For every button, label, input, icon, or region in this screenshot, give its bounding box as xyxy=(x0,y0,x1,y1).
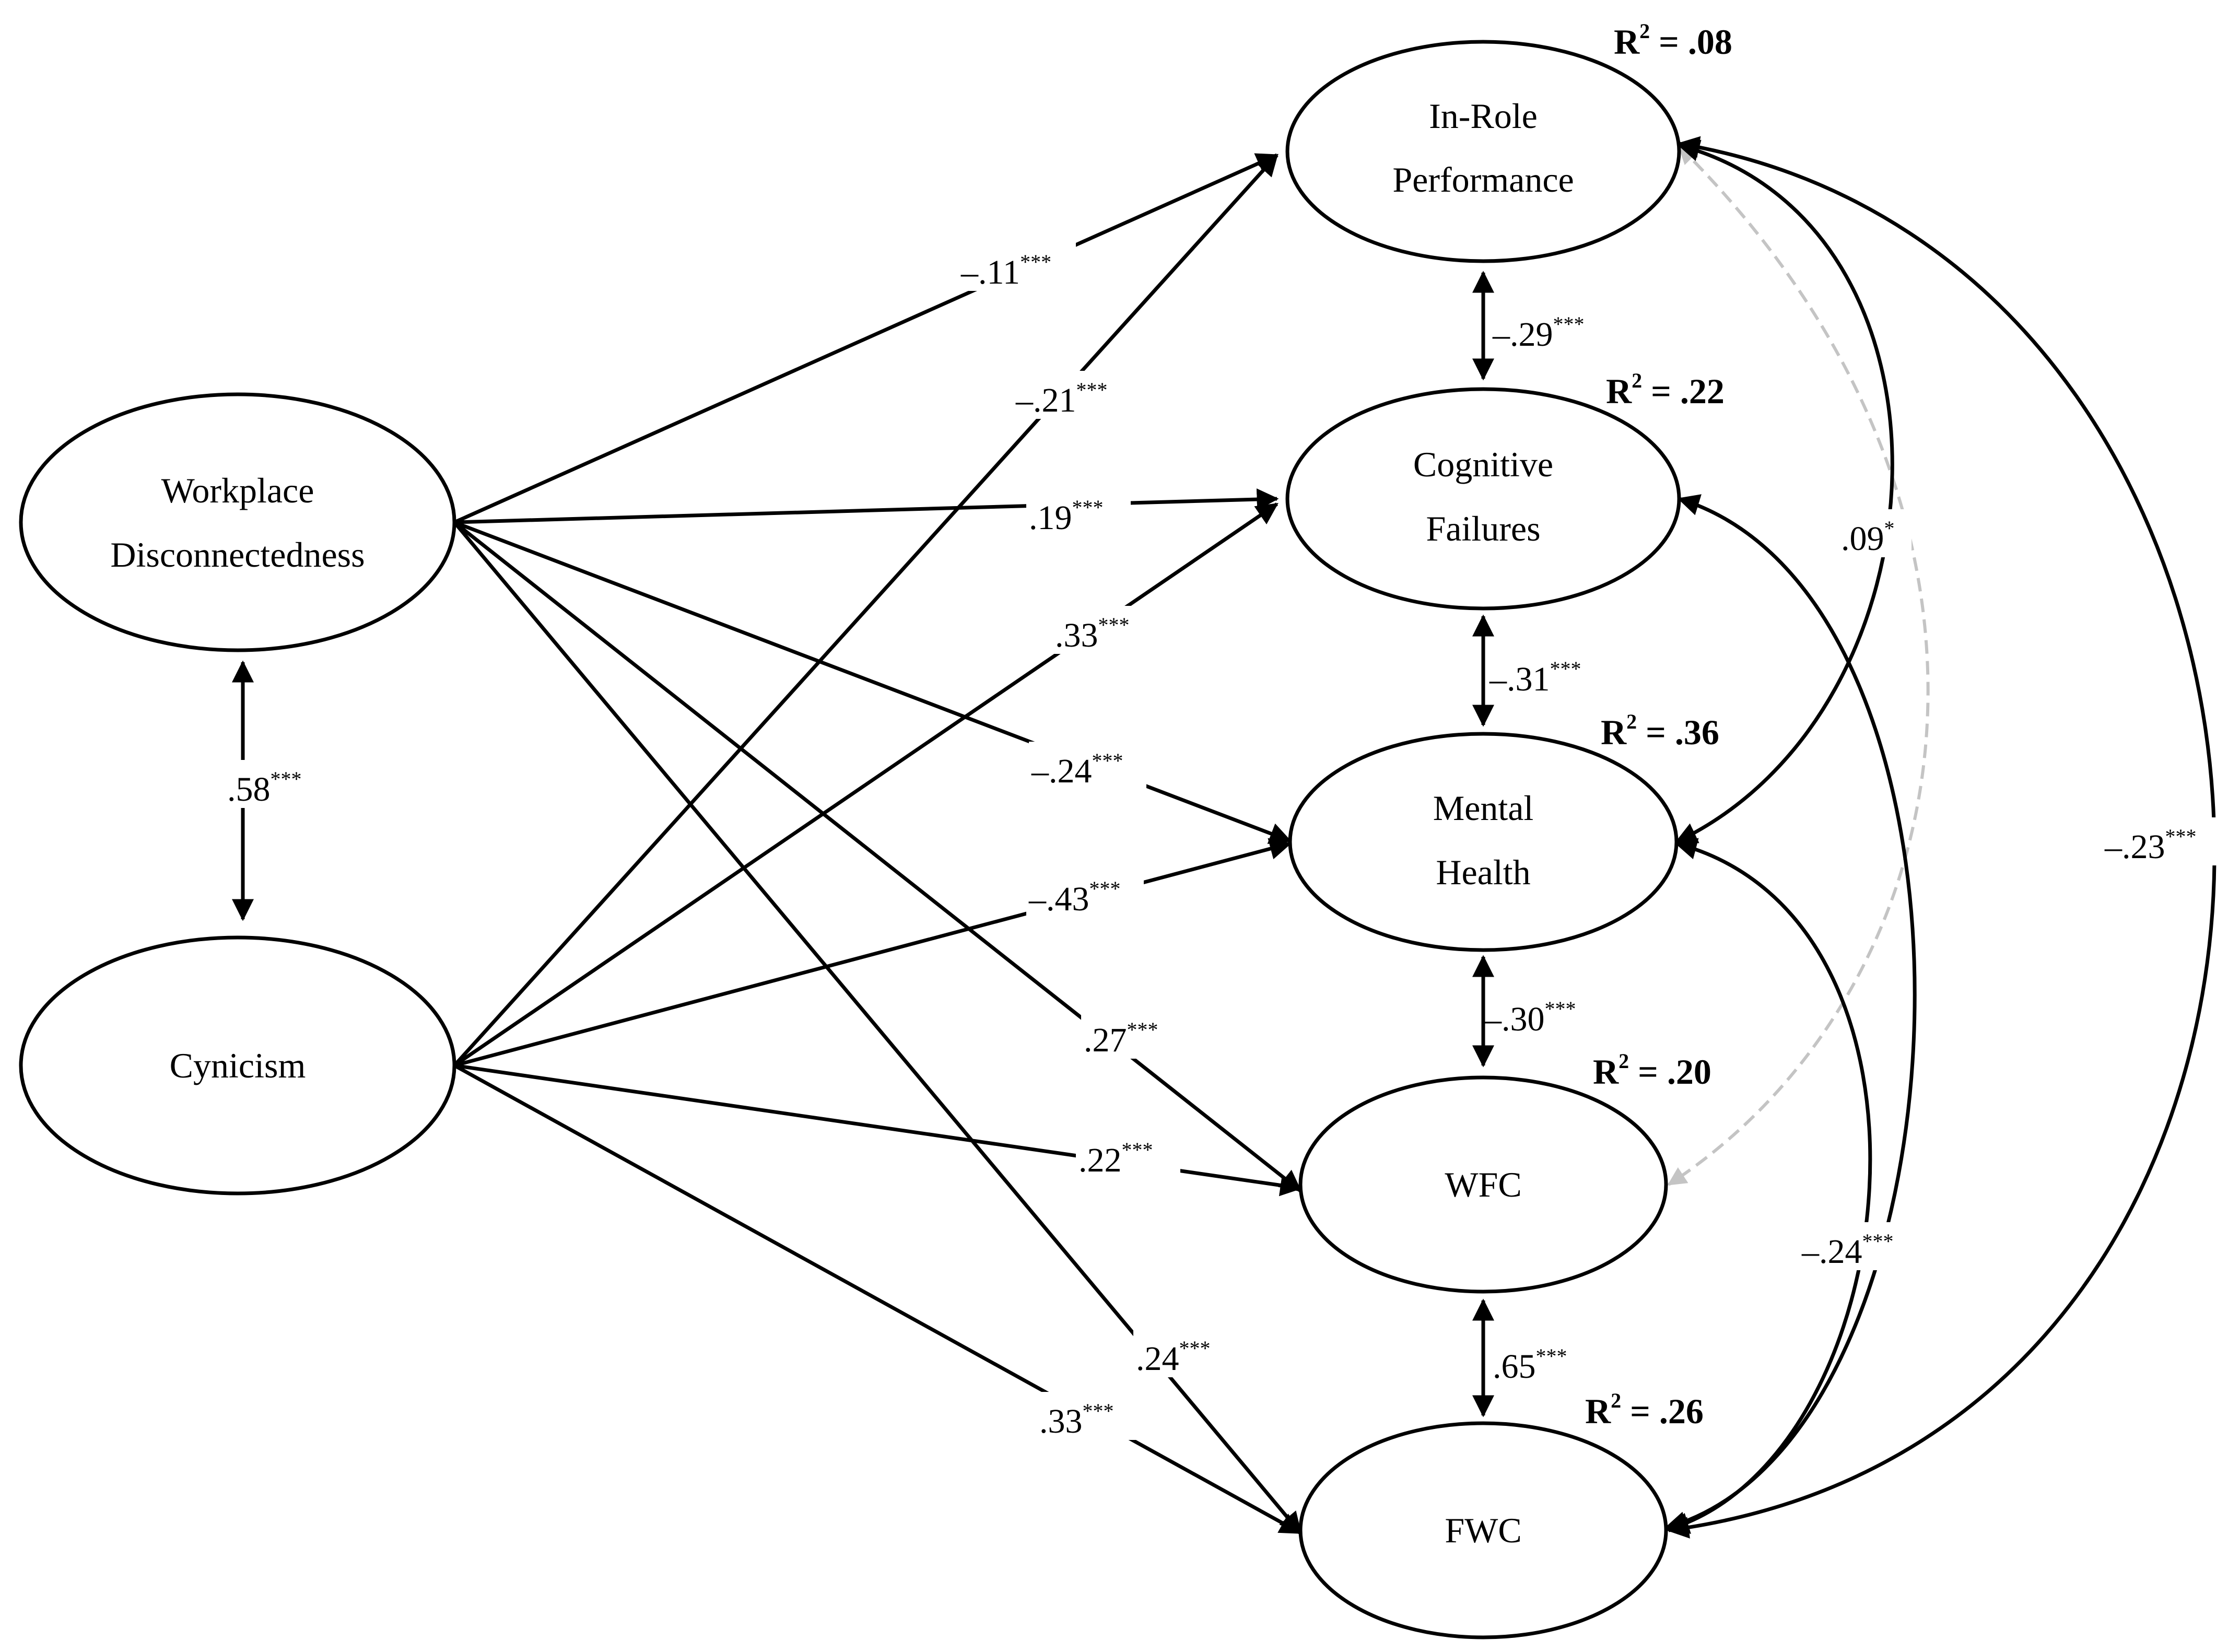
corr-irp-wfc xyxy=(1667,145,1930,1186)
coef-wd-to-mh: –.24*** xyxy=(1031,749,1123,790)
path-cyn-to-fwc xyxy=(453,1063,1303,1535)
node-label: Mental xyxy=(1433,788,1534,828)
node-fwc: FWC xyxy=(1298,1421,1668,1639)
coef-irp-fwc: –.23*** xyxy=(2104,825,2197,866)
label-bg xyxy=(1076,1131,1180,1179)
coef-cyn-to-wfc: .22*** xyxy=(1078,1138,1153,1179)
path-wd-to-irp xyxy=(453,153,1279,524)
r2-in-role-performance: R2 = .08 xyxy=(1614,19,1732,62)
coef-irp-mh: .09* xyxy=(1841,517,1895,558)
node-label: In-Role xyxy=(1429,96,1538,136)
label-bg xyxy=(1052,606,1157,654)
path-cyn-to-cf xyxy=(453,502,1279,1067)
coef-wd-cyn: .58*** xyxy=(227,767,302,809)
node-label: WFC xyxy=(1445,1165,1521,1204)
coef-cyn-to-irp: –.21*** xyxy=(1015,378,1108,419)
coef-wd-to-wfc: .27*** xyxy=(1084,1018,1158,1059)
node-workplace-disconnectedness: Workplace Disconnectedness xyxy=(19,392,456,652)
coef-mh-fwc: –.24*** xyxy=(1801,1229,1894,1271)
label-bg xyxy=(1081,1011,1186,1059)
path-wd-to-wfc xyxy=(453,521,1302,1192)
r2-mental-health: R2 = .36 xyxy=(1601,710,1719,752)
node-label: Failures xyxy=(1426,509,1540,548)
coef-cyn-to-fwc: .33*** xyxy=(1039,1399,1114,1440)
label-bg xyxy=(1029,742,1146,790)
node-cognitive-failures: Cognitive Failures xyxy=(1285,387,1681,611)
node-label: Performance xyxy=(1392,160,1574,200)
label-bg xyxy=(1133,1329,1238,1377)
node-label: Workplace xyxy=(161,471,314,510)
r2-fwc: R2 = .26 xyxy=(1585,1389,1704,1431)
path-cyn-to-irp xyxy=(453,154,1279,1067)
label-bg xyxy=(2102,817,2222,865)
coef-wfc-fwc: .65*** xyxy=(1493,1344,1567,1386)
path-wd-to-mh xyxy=(453,520,1292,844)
coef-cf-mh: –.31*** xyxy=(1489,657,1581,698)
path-wd-to-cf xyxy=(454,488,1279,524)
corr-cf-fwc xyxy=(1664,494,1917,1533)
node-label: Health xyxy=(1436,852,1530,892)
node-in-role-performance: In-Role Performance xyxy=(1285,40,1681,263)
node-mental-health: Mental Health xyxy=(1288,732,1679,952)
label-bg xyxy=(1037,1392,1141,1440)
path-cyn-to-mh xyxy=(454,838,1292,1068)
corr-mh-fwc xyxy=(1667,838,1872,1534)
label-bg xyxy=(958,243,1076,291)
coef-cyn-to-mh: –.43*** xyxy=(1028,877,1121,918)
label-bg xyxy=(225,760,329,808)
coef-wd-to-irp: –.11*** xyxy=(960,250,1051,291)
node-label: Disconnectedness xyxy=(110,535,365,575)
r2-cognitive-failures: R2 = .22 xyxy=(1606,369,1725,411)
corr-irp-mh xyxy=(1674,139,1894,844)
label-bg xyxy=(1026,488,1131,536)
node-label: FWC xyxy=(1445,1510,1521,1550)
label-bg xyxy=(1026,870,1144,918)
coef-cyn-to-cf: .33*** xyxy=(1055,613,1130,654)
label-bg xyxy=(1838,509,1912,557)
node-cynicism: Cynicism xyxy=(19,935,456,1196)
r2-wfc: R2 = .20 xyxy=(1593,1049,1711,1092)
coef-wd-to-cf: .19*** xyxy=(1029,496,1104,537)
coef-wd-to-fwc: .24*** xyxy=(1136,1337,1211,1378)
node-wfc: WFC xyxy=(1298,1075,1668,1294)
node-label: Cognitive xyxy=(1413,444,1553,484)
coef-irp-cf: –.29*** xyxy=(1492,312,1585,354)
node-label: Cynicism xyxy=(170,1046,306,1085)
label-bg xyxy=(1799,1222,1919,1270)
coef-mh-wfc: –.30*** xyxy=(1484,997,1576,1038)
label-bg xyxy=(1013,371,1131,419)
